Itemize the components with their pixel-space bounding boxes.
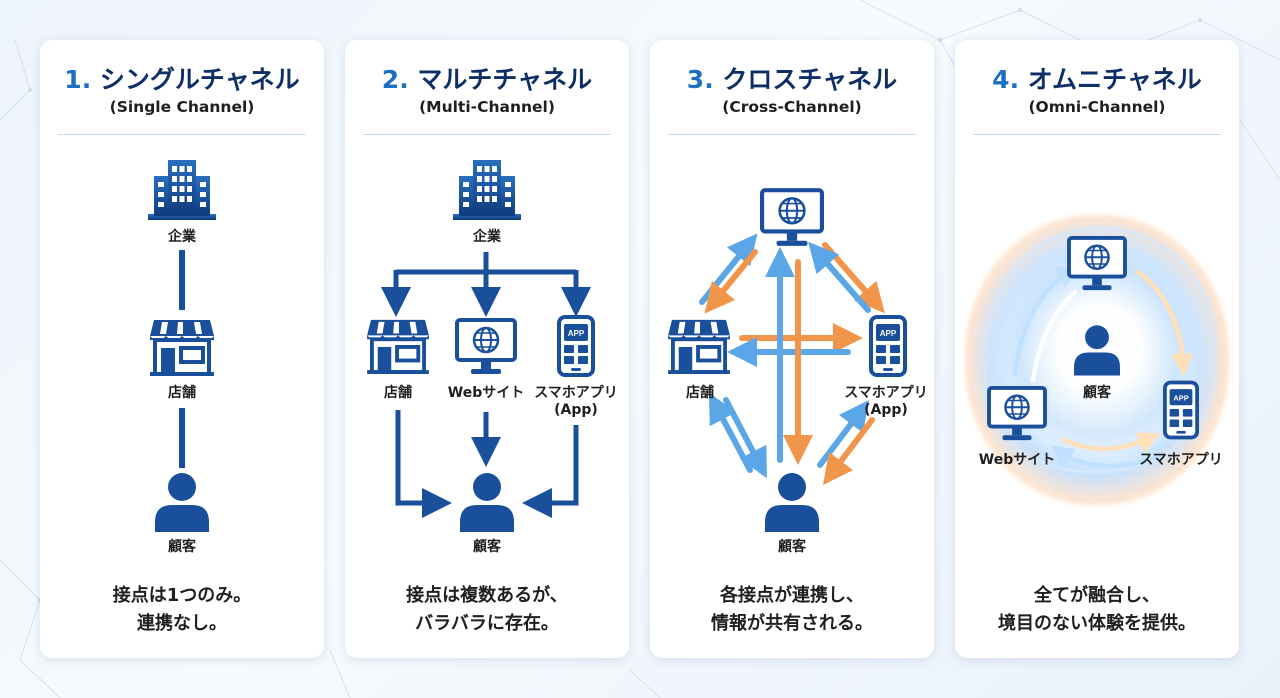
app-screen-label: APP xyxy=(568,329,585,338)
card-single-channel: 1. シングルチャネル (Single Channel) 企業 xyxy=(40,40,324,658)
app-screen-label: APP xyxy=(1173,394,1189,403)
store-icon xyxy=(668,318,730,374)
card-title-text: シングルチャネル xyxy=(99,65,300,94)
description-line: 境目のない体験を提供。 xyxy=(998,613,1196,634)
connector-line xyxy=(179,250,185,310)
node-label-customer: 顧客 xyxy=(168,539,196,555)
customer-person-icon xyxy=(765,472,819,532)
card-multi-channel: 2. マルチチャネル (Multi-Channel) xyxy=(345,40,629,658)
description-line: 各接点が連携し、 xyxy=(720,585,864,606)
description-line: 全てが融合し、 xyxy=(1034,585,1160,606)
arrow-customer-to-app xyxy=(817,400,870,468)
node-label-store: 店舗 xyxy=(384,385,412,401)
card-title-text: クロスチャネル xyxy=(722,65,898,94)
arrow-app-to-customer xyxy=(522,425,579,518)
app-label-line: (App) xyxy=(864,402,908,418)
arrow-customer-to-store xyxy=(708,392,753,473)
card-title-text: オムニチャネル xyxy=(1027,65,1202,94)
node-label-website: Webサイト xyxy=(978,452,1056,468)
store-icon xyxy=(367,318,429,374)
card-omni-channel: 4. オムニチャネル (Omni-Channel) xyxy=(955,40,1239,658)
store-icon xyxy=(150,318,214,376)
connector-line xyxy=(179,408,185,468)
customer-person-icon xyxy=(1074,324,1120,376)
node-label-customer: 顧客 xyxy=(778,539,806,555)
app-screen-label: APP xyxy=(880,329,897,338)
node-label-customer: 顧客 xyxy=(473,539,501,555)
node-label-website: Webサイト xyxy=(447,385,525,401)
arrow-web-to-monitor xyxy=(1012,266,1080,378)
card-number: 4. xyxy=(992,65,1020,94)
card-number: 2. xyxy=(381,65,409,94)
card-cross-channel: 3. クロスチャネル (Cross-Channel) xyxy=(650,40,934,658)
arrow-app-to-customer xyxy=(822,417,875,485)
app-label-line: (App) xyxy=(554,402,598,418)
inner-ring xyxy=(1030,289,1078,383)
node-label-store: 店舗 xyxy=(168,385,196,401)
monitor-globe-icon xyxy=(760,188,824,248)
divider xyxy=(668,134,916,135)
node-label-store: 店舗 xyxy=(686,385,714,401)
card-title: 4. オムニチャネル xyxy=(955,60,1239,96)
arrow-store-to-customer xyxy=(395,410,452,518)
multi-channel-diagram xyxy=(381,252,591,518)
card-subtitle: (Omni-Channel) xyxy=(1028,98,1166,116)
single-channel-diagram xyxy=(179,250,185,468)
card-number: 1. xyxy=(64,65,92,94)
monitor-globe-icon xyxy=(1067,236,1127,292)
description-line: 接点は1つのみ。 xyxy=(112,585,252,606)
smartphone-app-icon: APP xyxy=(557,315,595,377)
arrow-app-to-web xyxy=(808,241,871,313)
description-line: 情報が共有される。 xyxy=(711,613,873,634)
card-number: 3. xyxy=(686,65,714,94)
cross-channel-diagram xyxy=(699,233,885,485)
card-title: 2. マルチチャネル xyxy=(345,60,629,96)
card-description: 全てが融合し、 境目のない体験を提供。 xyxy=(955,582,1239,638)
divider xyxy=(58,134,306,135)
customer-person-icon xyxy=(460,472,514,532)
building-icon xyxy=(453,158,521,220)
card-subtitle: (Multi-Channel) xyxy=(419,98,555,116)
arrow-app-to-web xyxy=(1050,445,1163,469)
app-label-line: スマホアプリ xyxy=(844,385,928,401)
arrow-web-to-app xyxy=(1062,432,1161,453)
card-description: 接点は1つのみ。 連携なし。 xyxy=(40,582,324,638)
card-subtitle: (Cross-Channel) xyxy=(722,98,862,116)
card-title-text: マルチチャネル xyxy=(417,65,593,94)
divider xyxy=(973,134,1221,135)
description-line: 連携なし。 xyxy=(137,613,227,634)
description-line: バラバラに存在。 xyxy=(415,613,559,634)
card-title: 3. クロスチャネル xyxy=(650,60,934,96)
card-subtitle: (Single Channel) xyxy=(109,98,255,116)
customer-person-icon xyxy=(155,472,209,532)
node-label-company: 企業 xyxy=(168,229,196,245)
card-description: 各接点が連携し、 情報が共有される。 xyxy=(650,582,934,638)
node-label-customer: 顧客 xyxy=(1083,385,1111,401)
node-label-app: スマホアプリ (App) xyxy=(526,385,626,419)
building-icon xyxy=(148,158,216,220)
app-label-line: スマホアプリ xyxy=(534,385,618,401)
smartphone-app-icon: APP xyxy=(869,315,907,377)
monitor-globe-icon xyxy=(987,386,1047,442)
card-description: 接点は複数あるが、 バラバラに存在。 xyxy=(345,582,629,638)
node-label-app: スマホアプリ xyxy=(1139,452,1223,468)
description-line: 接点は複数あるが、 xyxy=(406,585,568,606)
smartphone-app-icon: APP xyxy=(1163,380,1199,440)
arrow-monitor-to-app xyxy=(1134,269,1194,377)
card-title: 1. シングルチャネル xyxy=(40,60,324,96)
arrow-web-to-store xyxy=(704,249,758,314)
divider xyxy=(363,134,611,135)
monitor-globe-icon xyxy=(455,318,517,376)
node-label-app: スマホアプリ (App) xyxy=(836,385,934,419)
node-label-company: 企業 xyxy=(473,229,501,245)
